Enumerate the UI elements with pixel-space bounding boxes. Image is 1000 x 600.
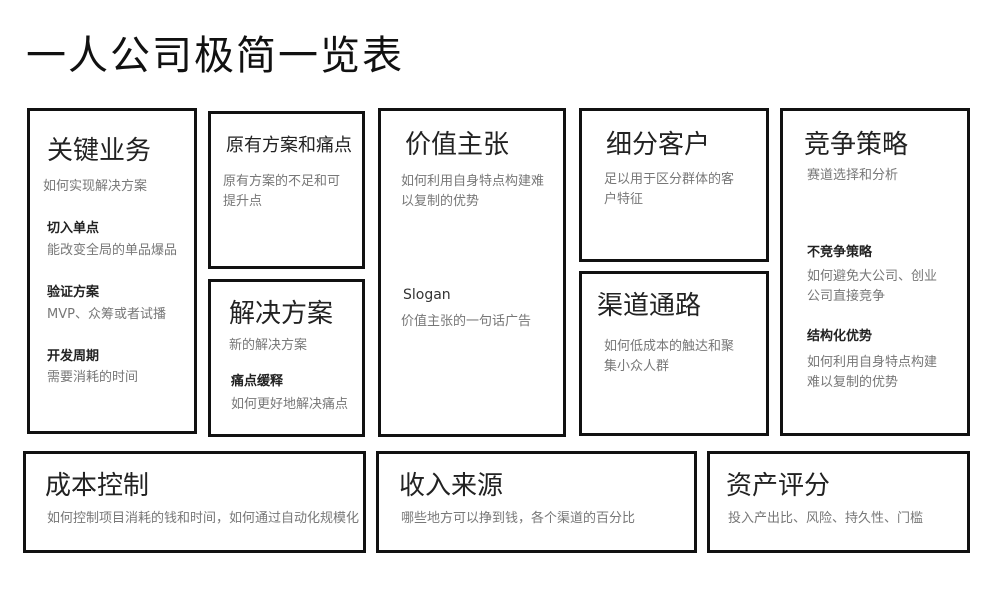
solution-sub-desc: 如何更好地解决痛点 [231, 397, 349, 412]
key-business-item-3-title: 开发周期 [47, 349, 100, 364]
existing-solution-heading: 原有方案和痛点 [226, 135, 352, 156]
competition-item-2-desc: 如何利用自身特点构建难以复制的优势 [807, 355, 938, 390]
existing-solution-desc: 原有方案的不足和可提升点 [223, 174, 341, 209]
revenue-box: 收入来源 哪些地方可以挣到钱，各个渠道的百分比 [376, 451, 697, 553]
competition-item-1-title: 不竞争策略 [807, 245, 873, 260]
cost-desc: 如何控制项目消耗的钱和时间，如何通过自动化规模化 [47, 511, 360, 526]
competition-desc: 赛道选择和分析 [807, 168, 899, 183]
slogan-label: Slogan [403, 287, 451, 303]
assets-box: 资产评分 投入产出比、风险、持久性、门槛 [707, 451, 970, 553]
channels-heading: 渠道通路 [597, 291, 702, 321]
cost-box: 成本控制 如何控制项目消耗的钱和时间，如何通过自动化规模化 [23, 451, 366, 553]
solution-heading: 解决方案 [229, 299, 334, 329]
assets-desc: 投入产出比、风险、持久性、门槛 [728, 511, 924, 526]
assets-heading: 资产评分 [726, 471, 831, 501]
revenue-desc: 哪些地方可以挣到钱，各个渠道的百分比 [401, 511, 636, 526]
customer-segment-box: 细分客户 足以用于区分群体的客户特征 [579, 108, 769, 262]
key-business-item-2-title: 验证方案 [47, 285, 100, 300]
value-proposition-box: 价值主张 如何利用自身特点构建难以复制的优势 Slogan 价值主张的一句话广告 [378, 108, 566, 437]
existing-solution-box: 原有方案和痛点 原有方案的不足和可提升点 [208, 111, 365, 269]
competition-item-1-desc: 如何避免大公司、创业公司直接竞争 [807, 269, 938, 304]
solution-sub-title: 痛点缓释 [231, 374, 284, 389]
channels-desc: 如何低成本的触达和聚集小众人群 [604, 339, 735, 374]
competition-heading: 竞争策略 [804, 130, 909, 160]
key-business-item-3-desc: 需要消耗的时间 [47, 370, 139, 385]
solution-desc: 新的解决方案 [229, 338, 308, 353]
revenue-heading: 收入来源 [399, 471, 504, 501]
customer-segment-desc: 足以用于区分群体的客户特征 [604, 172, 735, 207]
key-business-box: 关键业务 如何实现解决方案 切入单点 能改变全局的单品爆品 验证方案 MVP、众… [27, 108, 197, 434]
competition-item-2-title: 结构化优势 [807, 329, 873, 344]
key-business-item-2-desc: MVP、众筹或者试播 [47, 307, 166, 322]
competition-box: 竞争策略 赛道选择和分析 不竞争策略 如何避免大公司、创业公司直接竞争 结构化优… [780, 108, 970, 436]
key-business-item-1-title: 切入单点 [47, 221, 100, 236]
key-business-item-1-desc: 能改变全局的单品爆品 [47, 243, 178, 258]
channels-box: 渠道通路 如何低成本的触达和聚集小众人群 [579, 271, 769, 436]
slogan-desc: 价值主张的一句话广告 [401, 314, 532, 329]
value-proposition-heading: 价值主张 [405, 130, 510, 160]
key-business-heading: 关键业务 [47, 136, 152, 166]
cost-heading: 成本控制 [45, 471, 150, 501]
value-proposition-desc: 如何利用自身特点构建难以复制的优势 [401, 174, 545, 209]
customer-segment-heading: 细分客户 [606, 130, 711, 160]
page-title: 一人公司极简一览表 [26, 33, 404, 79]
key-business-desc: 如何实现解决方案 [43, 179, 148, 194]
solution-box: 解决方案 新的解决方案 痛点缓释 如何更好地解决痛点 [208, 279, 365, 437]
